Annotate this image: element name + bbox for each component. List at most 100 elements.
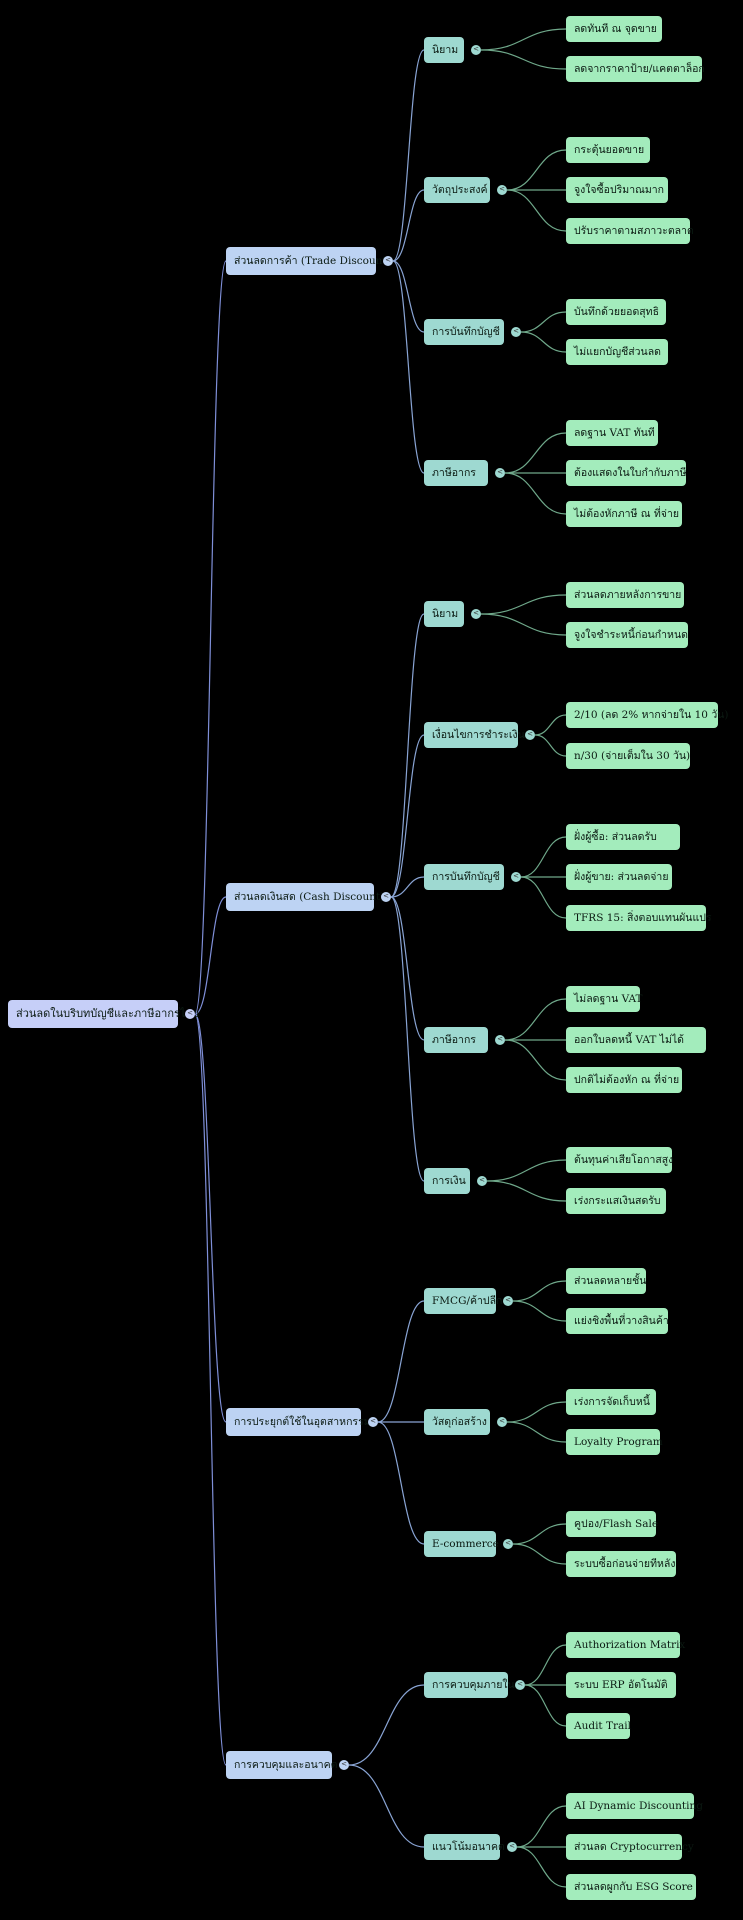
detail-node[interactable]: 2/10 (ลด 2% หากจ่ายใน 10 วัน) xyxy=(566,702,729,728)
detail-node[interactable]: ลดทันที ณ จุดขาย xyxy=(566,16,662,42)
topic-edge xyxy=(504,472,567,515)
topic-node[interactable]: การบันทึกบัญชี xyxy=(424,864,504,890)
collapse-toggle-icon[interactable]: < xyxy=(497,1417,507,1427)
detail-node[interactable]: ไม่แยกบัญชีส่วนลด xyxy=(566,339,668,365)
topic-node[interactable]: ภาษีอากร xyxy=(424,1027,488,1053)
topic-edge xyxy=(480,49,567,70)
root-node[interactable]: ส่วนลดในบริบทบัญชีและภาษีอากรไทย xyxy=(8,1000,199,1028)
topic-node[interactable]: เงื่อนไขการชำระเงิน xyxy=(424,722,525,748)
collapse-toggle-icon[interactable]: < xyxy=(503,1539,513,1549)
topic-edge xyxy=(486,1180,567,1202)
category-edge xyxy=(390,613,425,898)
detail-node[interactable]: ระบบซื้อก่อนจ่ายทีหลัง xyxy=(566,1551,676,1577)
topic-edge xyxy=(516,1805,567,1848)
topic-edge xyxy=(520,876,567,919)
detail-node[interactable]: ส่วนลดหลายชั้น xyxy=(566,1268,646,1294)
category-edge xyxy=(390,896,425,1182)
detail-node[interactable]: Authorization Matrix xyxy=(566,1632,685,1658)
topic-node[interactable]: แนวโน้มอนาคต xyxy=(424,1834,505,1860)
detail-node[interactable]: ส่วนลดผูกกับ ESG Score xyxy=(566,1874,696,1900)
detail-node[interactable]: ต้องแสดงในใบกำกับภาษี xyxy=(566,460,687,486)
detail-node[interactable]: ปกติไม่ต้องหัก ณ ที่จ่าย xyxy=(566,1067,682,1093)
collapse-toggle-icon[interactable]: < xyxy=(185,1009,195,1019)
topic-edge xyxy=(516,1846,567,1888)
topic-edge xyxy=(504,432,567,474)
collapse-toggle-icon[interactable]: < xyxy=(368,1417,378,1427)
topic-node[interactable]: การเงิน xyxy=(424,1168,470,1194)
topic-node[interactable]: ภาษีอากร xyxy=(424,460,488,486)
topic-node[interactable]: วัตถุประสงค์ xyxy=(424,177,490,203)
detail-node[interactable]: ต้นทุนค่าเสียโอกาสสูง xyxy=(566,1147,673,1173)
detail-node[interactable]: ส่วนลด Cryptocurrency xyxy=(566,1834,694,1860)
topic-edge xyxy=(512,1543,567,1565)
collapse-toggle-icon[interactable]: < xyxy=(497,185,507,195)
detail-node[interactable]: Audit Trail xyxy=(566,1713,631,1739)
category-edge xyxy=(348,1764,425,1848)
topic-node[interactable]: นิยาม xyxy=(424,37,464,63)
category-edge xyxy=(392,49,425,262)
category-edge xyxy=(392,189,425,262)
collapse-toggle-icon[interactable]: < xyxy=(471,609,481,619)
topic-edge xyxy=(480,594,567,615)
category-node[interactable]: ส่วนลดเงินสด (Cash Discount) xyxy=(226,883,384,911)
detail-node[interactable]: กระตุ้นยอดขาย xyxy=(566,137,650,163)
detail-node[interactable]: ไม่ลดฐาน VAT xyxy=(566,986,643,1012)
detail-node[interactable]: คูปอง/Flash Sale xyxy=(566,1511,658,1537)
topic-edge xyxy=(520,331,567,353)
detail-node[interactable]: จูงใจชำระหนี้ก่อนกำหนด xyxy=(566,622,688,648)
collapse-toggle-icon[interactable]: < xyxy=(507,1842,517,1852)
collapse-toggle-icon[interactable]: < xyxy=(339,1760,349,1770)
detail-node[interactable]: บันทึกด้วยยอดสุทธิ xyxy=(566,299,666,325)
topic-node[interactable]: E-commerce xyxy=(424,1531,499,1557)
collapse-toggle-icon[interactable]: < xyxy=(495,468,505,478)
topic-edge xyxy=(480,28,567,51)
detail-node[interactable]: ออกใบลดหนี้ VAT ไม่ได้ xyxy=(566,1027,706,1053)
detail-node[interactable]: ปรับราคาตามสภาวะตลาด xyxy=(566,218,694,244)
category-edge xyxy=(390,734,425,898)
category-node[interactable]: การควบคุมและอนาคต xyxy=(226,1751,338,1779)
detail-node[interactable]: TFRS 15: สิ่งตอบแทนผันแปร xyxy=(566,905,712,931)
detail-node[interactable]: ลดฐาน VAT ทันที xyxy=(566,420,658,446)
topic-edge xyxy=(506,1401,567,1423)
collapse-toggle-icon[interactable]: < xyxy=(471,45,481,55)
detail-node[interactable]: ส่วนลดภายหลังการขาย xyxy=(566,582,684,608)
collapse-toggle-icon[interactable]: < xyxy=(515,1680,525,1690)
category-node[interactable]: การประยุกต์ใช้ในอุตสาหกรรม xyxy=(226,1408,371,1436)
collapse-toggle-icon[interactable]: < xyxy=(477,1176,487,1186)
collapse-toggle-icon[interactable]: < xyxy=(511,327,521,337)
topic-edge xyxy=(534,734,567,757)
detail-node[interactable]: ไม่ต้องหักภาษี ณ ที่จ่าย xyxy=(566,501,682,527)
root-edge xyxy=(194,896,227,1015)
detail-node[interactable]: ระบบ ERP อัตโนมัติ xyxy=(566,1672,676,1698)
root-edge xyxy=(194,1013,227,1423)
detail-node[interactable]: ฝั่งผู้ขาย: ส่วนลดจ่าย xyxy=(566,864,672,890)
topic-node[interactable]: การบันทึกบัญชี xyxy=(424,319,504,345)
topic-edge xyxy=(534,714,567,736)
topic-edge xyxy=(480,613,567,636)
detail-node[interactable]: เร่งกระแสเงินสดรับ xyxy=(566,1188,666,1214)
detail-node[interactable]: n/30 (จ่ายเต็มใน 30 วัน) xyxy=(566,743,690,769)
collapse-toggle-icon[interactable]: < xyxy=(525,730,535,740)
topic-edge xyxy=(504,998,567,1041)
collapse-toggle-icon[interactable]: < xyxy=(383,256,393,266)
detail-node[interactable]: AI Dynamic Discounting xyxy=(566,1793,703,1819)
topic-edge xyxy=(512,1300,567,1322)
collapse-toggle-icon[interactable]: < xyxy=(511,872,521,882)
topic-node[interactable]: การควบคุมภายใน xyxy=(424,1672,515,1698)
detail-node[interactable]: แย่งชิงพื้นที่วางสินค้า xyxy=(566,1308,669,1334)
detail-node[interactable]: Loyalty Program xyxy=(566,1429,663,1455)
collapse-toggle-icon[interactable]: < xyxy=(503,1296,513,1306)
topic-edge xyxy=(524,1644,567,1686)
category-node[interactable]: ส่วนลดการค้า (Trade Discount) xyxy=(226,247,391,275)
topic-node[interactable]: FMCG/ค้าปลีก xyxy=(424,1288,502,1314)
detail-node[interactable]: ลดจากราคาป้าย/แคตตาล็อก xyxy=(566,56,705,82)
topic-node[interactable]: นิยาม xyxy=(424,601,464,627)
detail-node[interactable]: จูงใจซื้อปริมาณมาก xyxy=(566,177,668,203)
collapse-toggle-icon[interactable]: < xyxy=(495,1035,505,1045)
detail-node[interactable]: เร่งการจัดเก็บหนี้ xyxy=(566,1389,656,1415)
collapse-toggle-icon[interactable]: < xyxy=(381,892,391,902)
topic-node[interactable]: วัสดุก่อสร้าง xyxy=(424,1409,490,1435)
detail-node[interactable]: ฝั่งผู้ซื้อ: ส่วนลดรับ xyxy=(566,824,680,850)
